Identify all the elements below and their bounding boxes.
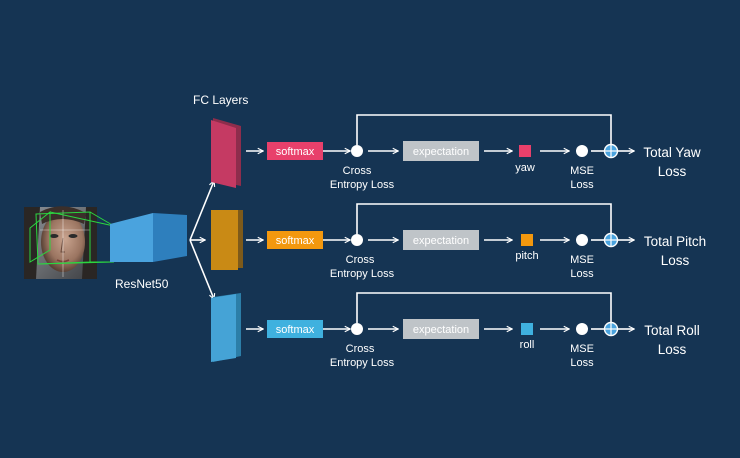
mse-line1-roll: MSE (570, 343, 594, 355)
mse-line1-yaw: MSE (570, 165, 594, 177)
branch-yaw: softmax expectation Cross Entropy Loss y… (246, 114, 701, 191)
fc-layer-yaw (211, 118, 241, 188)
output-square-pitch (521, 234, 533, 246)
softmax-box-yaw (267, 142, 323, 160)
loss-bypass-line-yaw (356, 114, 612, 145)
total-line2-yaw: Loss (658, 164, 687, 179)
ce-node-roll (351, 323, 363, 335)
fc-layers-label: FC Layers (193, 93, 248, 107)
output-label-yaw: yaw (515, 162, 535, 174)
softmax-label-pitch: softmax (276, 235, 315, 247)
resnet-fc-arrows (189, 181, 214, 299)
output-square-yaw (519, 145, 531, 157)
mse-line2-yaw: Loss (570, 179, 594, 191)
softmax-box-roll (267, 320, 323, 338)
projection-lines (37, 211, 115, 265)
ce-loss-line2-yaw: Entropy Loss (330, 179, 395, 191)
resnet-label: ResNet50 (115, 277, 169, 291)
resnet-block (110, 213, 187, 262)
mse-node-yaw (576, 145, 588, 157)
output-label-pitch: pitch (515, 250, 538, 262)
branch-rows: softmax expectation Cross Entropy Loss y… (246, 114, 706, 369)
total-line1-roll: Total Roll (644, 323, 700, 338)
ce-loss-line2-pitch: Entropy Loss (330, 268, 395, 280)
expectation-box-roll (403, 319, 479, 339)
loss-bypass-line-pitch (356, 203, 612, 234)
total-line2-roll: Loss (658, 342, 687, 357)
softmax-box-pitch (267, 231, 323, 249)
mse-node-pitch (576, 234, 588, 246)
ce-node-pitch (351, 234, 363, 246)
softmax-label-yaw: softmax (276, 146, 315, 158)
softmax-label-roll: softmax (276, 324, 315, 336)
branch-pitch: softmax expectation Cross Entropy Loss p… (246, 203, 706, 280)
total-line1-yaw: Total Yaw (643, 145, 701, 160)
mse-line2-roll: Loss (570, 357, 594, 369)
mse-node-roll (576, 323, 588, 335)
expectation-box-yaw (403, 141, 479, 161)
mse-line2-pitch: Loss (570, 268, 594, 280)
ce-loss-line1-yaw: Cross (343, 165, 372, 177)
ce-loss-line1-roll: Cross (346, 343, 375, 355)
ce-loss-line2-roll: Entropy Loss (330, 357, 395, 369)
ce-loss-line1-pitch: Cross (346, 254, 375, 266)
output-label-roll: roll (520, 339, 535, 351)
face-image (24, 206, 97, 279)
expectation-box-pitch (403, 230, 479, 250)
expectation-label-pitch: expectation (413, 235, 469, 247)
branch-roll: softmax expectation Cross Entropy Loss r… (246, 292, 700, 369)
output-square-roll (521, 323, 533, 335)
fc-layer-pitch (211, 210, 243, 270)
ce-node-yaw (351, 145, 363, 157)
mse-line1-pitch: MSE (570, 254, 594, 266)
expectation-label-yaw: expectation (413, 146, 469, 158)
total-line2-pitch: Loss (661, 253, 690, 268)
loss-bypass-line-roll (356, 292, 612, 323)
total-line1-pitch: Total Pitch (644, 234, 706, 249)
expectation-label-roll: expectation (413, 324, 469, 336)
fc-layer-roll (211, 293, 241, 362)
